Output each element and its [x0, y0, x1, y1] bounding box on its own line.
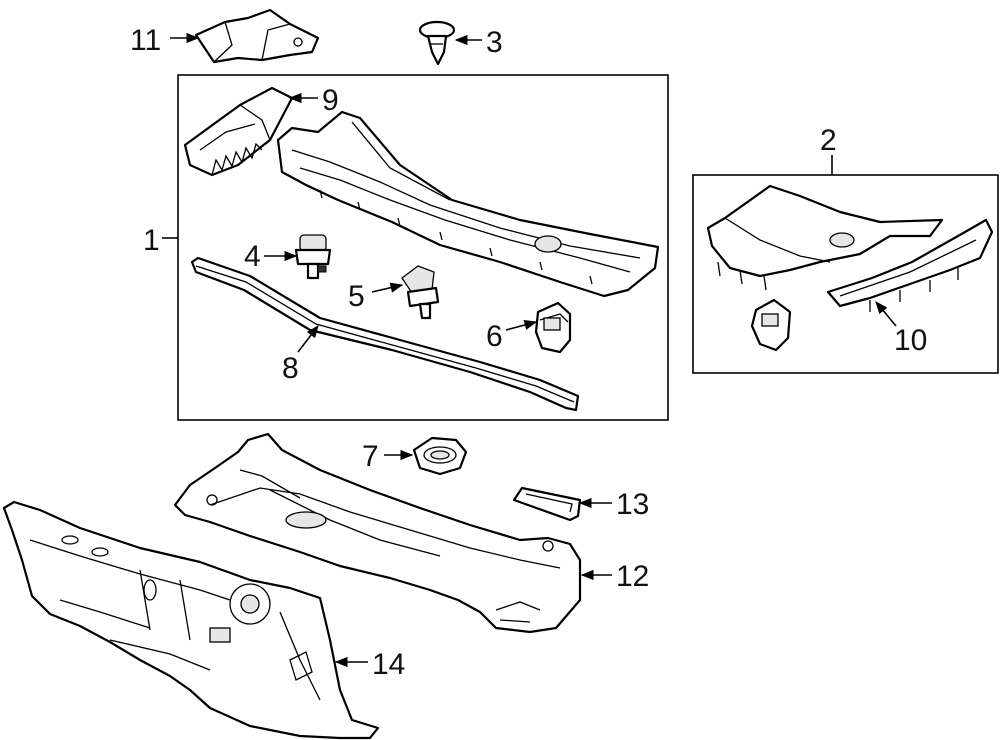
leader-8 [297, 324, 319, 353]
part-14-dash-panel [2, 500, 380, 740]
part-2-cowl-panel [706, 184, 944, 291]
part-4-bolt [294, 234, 332, 280]
callout-14: 14 [372, 648, 405, 681]
part-2-block [750, 298, 792, 352]
callout-6: 6 [486, 320, 503, 353]
callout-13: 13 [616, 488, 649, 521]
part-10-strip [826, 218, 994, 312]
part-1-cowl-panel [276, 110, 660, 298]
group-box-1 [177, 74, 669, 421]
callout-1: 1 [143, 224, 160, 257]
part-8-seal [190, 256, 580, 412]
part-3-clip [418, 20, 456, 66]
callout-8: 8 [282, 352, 299, 385]
leader-5 [371, 282, 404, 293]
part-7-grommet [412, 436, 468, 476]
part-12-lower-cowl [173, 432, 582, 634]
part-11-bracket [194, 8, 320, 64]
callout-9: 9 [322, 84, 339, 117]
callout-10: 10 [894, 324, 927, 357]
part-5-clip [401, 265, 440, 320]
callout-3: 3 [486, 26, 503, 59]
callout-5: 5 [348, 280, 365, 313]
group-box-2 [692, 174, 999, 374]
callout-2: 2 [820, 124, 837, 157]
callout-7: 7 [362, 440, 379, 473]
callout-4: 4 [244, 240, 261, 273]
leader-10 [875, 301, 897, 327]
leader-6 [505, 320, 538, 331]
part-13-pad [512, 486, 582, 522]
part-9-pad [183, 86, 294, 177]
callout-11: 11 [130, 24, 161, 57]
callout-12: 12 [616, 560, 649, 593]
part-6-block [534, 301, 572, 354]
